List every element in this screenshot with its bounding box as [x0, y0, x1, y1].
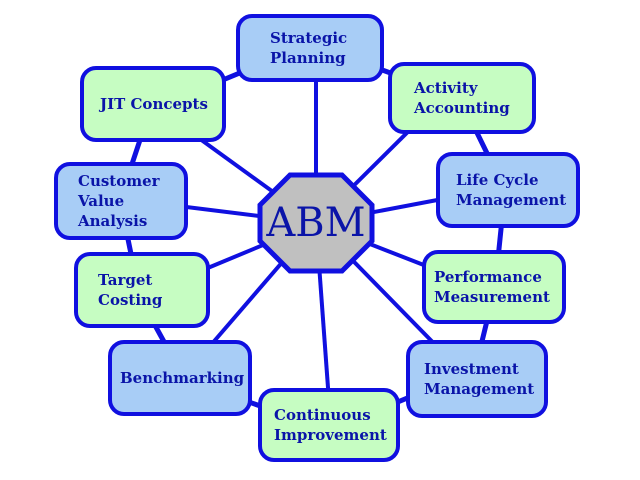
node-jit-concepts: JIT Concepts — [80, 66, 226, 142]
center-label: ABM — [266, 200, 366, 246]
node-performance-measurement: Performance Measurement — [422, 250, 566, 324]
node-customer-value-analysis: Customer Value Analysis — [54, 162, 188, 240]
node-strategic-planning: Strategic Planning — [236, 14, 384, 82]
node-benchmarking: Benchmarking — [108, 340, 252, 416]
node-activity-accounting: Activity Accounting — [388, 62, 536, 134]
node-investment-management: Investment Management — [406, 340, 548, 418]
center-octagon — [257, 172, 375, 274]
node-life-cycle-management: Life Cycle Management — [436, 152, 580, 228]
node-continuous-improvement: Continuous Improvement — [258, 388, 400, 462]
node-target-costing: Target Costing — [74, 252, 210, 328]
